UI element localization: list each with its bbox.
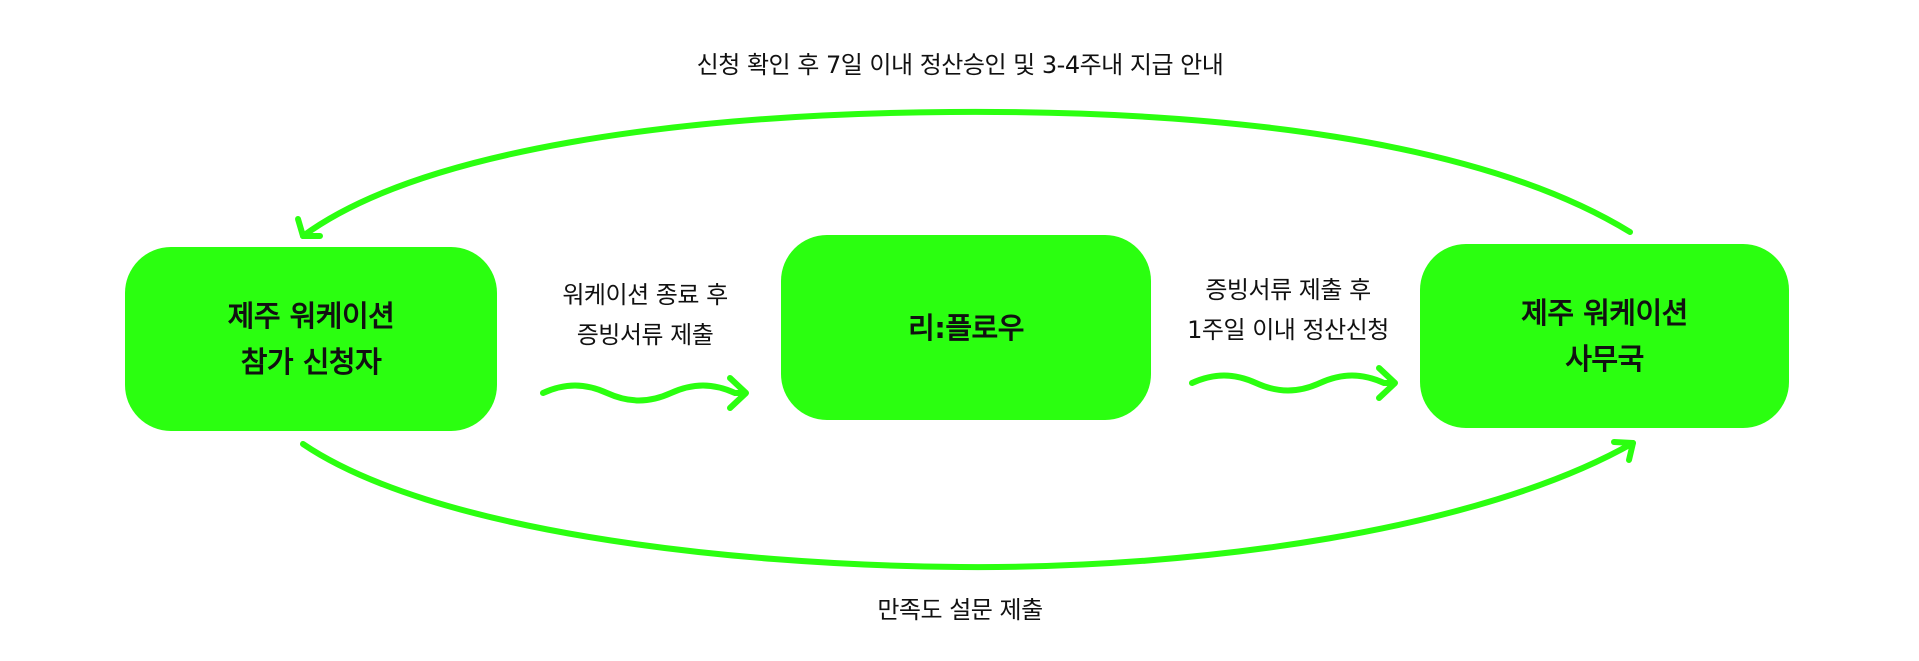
flow-label-left-line-1: 워케이션 종료 후: [562, 281, 728, 309]
node-reflow-line-1: 리:플로우: [908, 310, 1024, 345]
wavy-arrow-right: [1189, 372, 1397, 394]
flow-label-bottom-line-1: 만족도 설문 제출: [877, 596, 1043, 624]
node-participant-line-2: 참가 신청자: [240, 345, 382, 379]
bottom-arrowhead: [1611, 439, 1636, 463]
top-arrowhead: [295, 216, 323, 239]
node-office-line-1: 제주 워케이션: [1521, 296, 1688, 330]
flow-label-right-line-1: 증빙서류 제출 후: [1205, 276, 1371, 304]
node-reflow: 리:플로우: [781, 235, 1151, 420]
node-participant: 제주 워케이션 참가 신청자: [125, 247, 497, 431]
flow-label-bottom: 만족도 설문 제출: [760, 590, 1160, 630]
flow-label-left-line-2: 증빙서류 제출: [576, 321, 714, 349]
wavy-arrowhead-left: [727, 375, 749, 411]
bottom-arrow: [300, 440, 1636, 571]
node-office: 제주 워케이션 사무국: [1420, 244, 1789, 428]
node-participant-line-1: 제주 워케이션: [227, 299, 395, 333]
wavy-arrow-left: [540, 382, 748, 404]
flow-label-right-line-2: 1주일 이내 정산신청: [1187, 316, 1389, 344]
flow-label-top-line-1: 신청 확인 후 7일 이내 정산승인 및 3-4주내 지급 안내: [696, 51, 1224, 79]
wavy-arrowhead-right: [1376, 365, 1398, 401]
flow-label-reflow-to-office: 증빙서류 제출 후 1주일 이내 정산신청: [1148, 270, 1428, 350]
node-office-line-2: 사무국: [1565, 342, 1644, 376]
flow-label-top: 신청 확인 후 7일 이내 정산승인 및 3-4주내 지급 안내: [560, 45, 1360, 85]
flow-label-participant-to-reflow: 워케이션 종료 후 증빙서류 제출: [510, 275, 780, 355]
top-return-arrow: [300, 108, 1633, 239]
